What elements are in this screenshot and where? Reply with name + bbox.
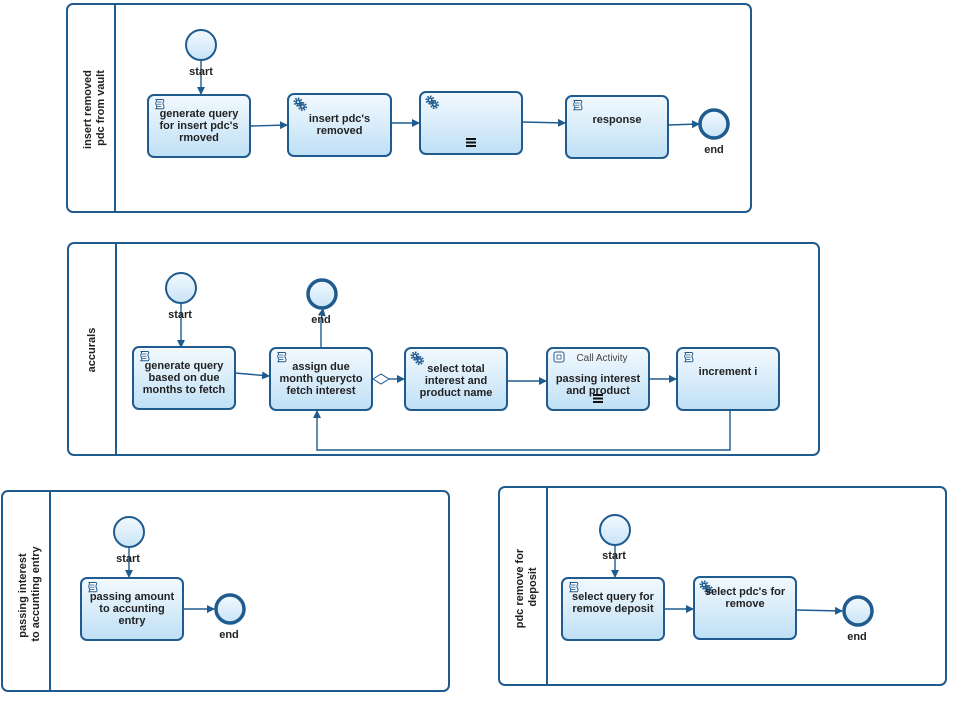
flow-p2-t2-end[interactable] xyxy=(317,308,326,347)
sequence-flows xyxy=(125,60,843,615)
task-box[interactable] xyxy=(546,347,650,411)
task-label-line: generate query xyxy=(160,108,240,120)
task-box[interactable] xyxy=(80,577,184,641)
task-box[interactable] xyxy=(287,93,392,157)
task-label-line: and product xyxy=(566,385,630,397)
task-label-line: select query for xyxy=(572,591,655,603)
task-label-line: to accunting xyxy=(99,603,164,615)
flow-p2-t5-t2-loop[interactable] xyxy=(313,410,731,451)
end-event[interactable] xyxy=(306,278,338,310)
task-label-line: insert pdc's xyxy=(309,113,370,125)
task-box[interactable] xyxy=(565,95,669,159)
event-label: start xyxy=(168,309,192,321)
pool-insert-removed-pdc: insert removed pdc from vault xyxy=(66,3,752,213)
task-box[interactable] xyxy=(676,347,780,411)
pool-label: pdc remove for deposit xyxy=(514,546,539,629)
task-box[interactable] xyxy=(147,94,251,158)
pool-label: passing interest to accunting entry xyxy=(17,545,42,641)
event-label: start xyxy=(189,66,213,78)
task-box[interactable] xyxy=(404,347,508,411)
task-p1-t4[interactable]: response xyxy=(565,95,669,159)
task-label-line: interest and xyxy=(425,375,487,387)
task-label-line: based on due xyxy=(149,372,220,384)
task-label-line: response xyxy=(593,114,642,126)
task-label-line: rmoved xyxy=(179,132,219,144)
end-event[interactable] xyxy=(842,595,874,627)
event-label: end xyxy=(704,144,724,156)
task-label-line: generate query xyxy=(145,360,225,372)
task-label-line: passing interest xyxy=(556,373,641,385)
event-label: end xyxy=(311,314,331,326)
start-event[interactable] xyxy=(185,29,217,61)
task-box[interactable] xyxy=(419,91,523,155)
end-event[interactable] xyxy=(214,593,246,625)
task-label-line: select pdc's for xyxy=(705,586,786,598)
task-label-line: removed xyxy=(317,125,363,137)
pool-passing-interest: passing interest to accunting entry xyxy=(1,490,450,692)
task-label-line: months to fetch xyxy=(143,384,226,396)
task-box[interactable] xyxy=(561,577,665,641)
task-label-line: passing amount xyxy=(90,591,175,603)
task-box[interactable] xyxy=(693,576,797,640)
task-p1-t3[interactable] xyxy=(419,91,523,155)
task-label-line: remove deposit xyxy=(572,603,654,615)
event-label: end xyxy=(847,631,867,643)
task-label-line: month querycto xyxy=(279,373,362,385)
task-label-line: fetch interest xyxy=(286,385,355,397)
task-label-line: product name xyxy=(420,387,493,399)
task-label-line: select total xyxy=(427,363,484,375)
start-event[interactable] xyxy=(599,514,631,546)
flow-p2-t1-t2[interactable] xyxy=(234,371,270,380)
script-icon xyxy=(684,352,694,363)
task-box[interactable] xyxy=(132,346,236,410)
call-activity-icon xyxy=(553,351,565,363)
multi-instance-icon xyxy=(466,138,476,147)
event-label: start xyxy=(116,553,140,565)
start-event[interactable] xyxy=(165,272,197,304)
task-box[interactable] xyxy=(269,347,373,411)
flow-p1-t4-end[interactable] xyxy=(667,120,700,129)
pool-label: insert removed pdc from vault xyxy=(82,67,107,149)
task-label-line: increment i xyxy=(699,366,758,378)
multi-instance-icon xyxy=(593,394,603,403)
pool-frame xyxy=(1,490,450,692)
call-activity-header: Call Activity xyxy=(576,353,627,364)
start-event[interactable] xyxy=(113,516,145,548)
script-icon xyxy=(277,352,287,363)
events: start end start end start end start end xyxy=(113,29,874,643)
script-icon xyxy=(573,100,583,111)
task-label-line: for insert pdc's xyxy=(159,120,238,132)
event-label: end xyxy=(219,629,239,641)
task-p2-t5[interactable]: increment i xyxy=(676,347,780,411)
task-label-line: remove xyxy=(725,598,764,610)
flow-p1-t1-t2[interactable] xyxy=(249,121,288,130)
pool-label: accurals xyxy=(86,328,98,373)
event-label: start xyxy=(602,550,626,562)
task-label-line: assign due xyxy=(292,361,349,373)
end-event[interactable] xyxy=(698,108,730,140)
task-label-line: entry xyxy=(119,615,147,627)
flow-p4-t2-end[interactable] xyxy=(795,606,843,615)
pool-frame xyxy=(66,3,752,213)
flow-p1-t3-t4[interactable] xyxy=(521,118,566,127)
